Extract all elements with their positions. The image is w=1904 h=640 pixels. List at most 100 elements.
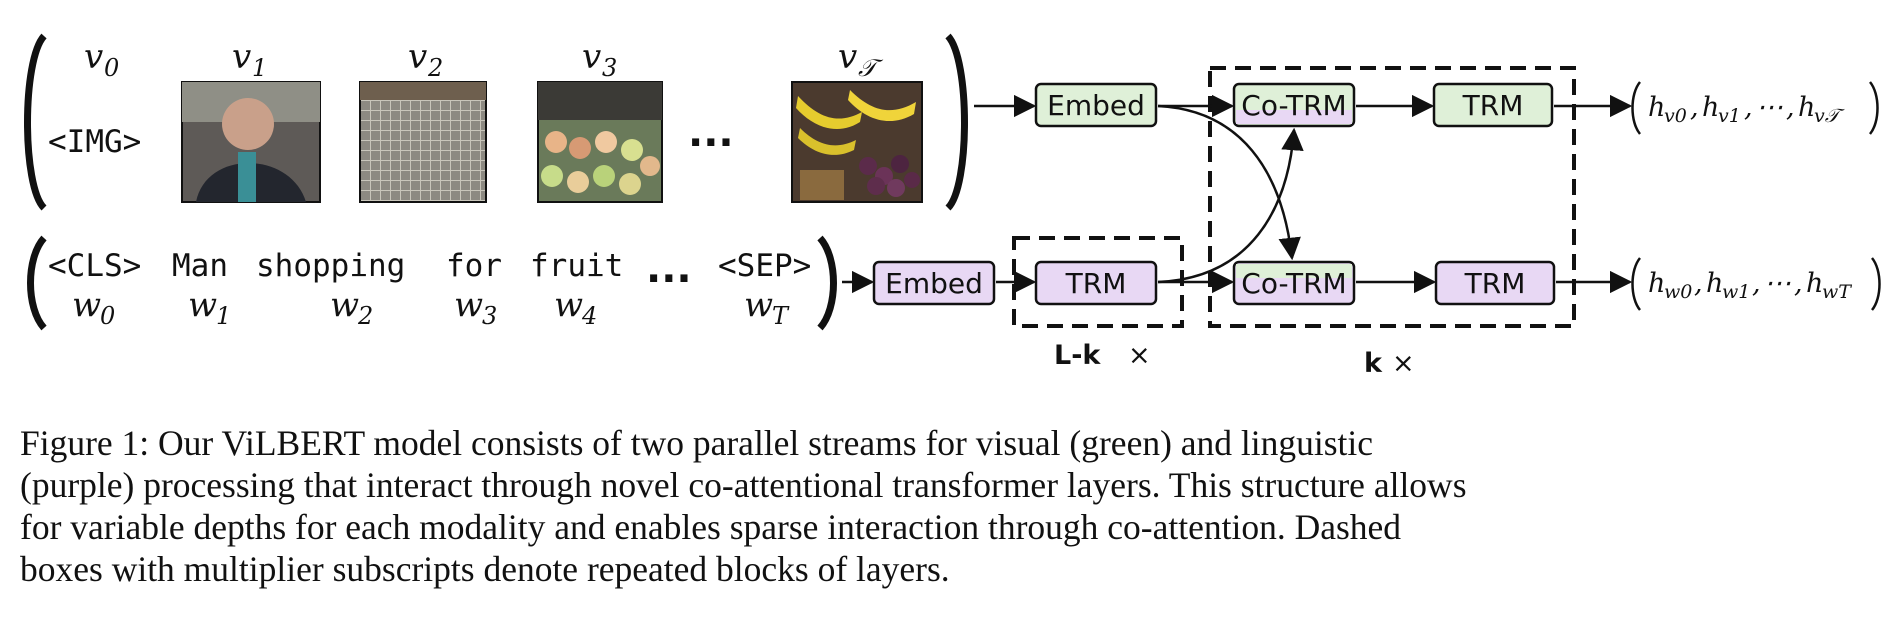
visual-output-tuple: h v0 , h v1 , ⋯ , h v𝒯 xyxy=(1631,81,1879,135)
svg-text:3: 3 xyxy=(482,302,497,330)
caption-line: boxes with multiplier subscripts denote … xyxy=(20,549,950,589)
svg-text:h: h xyxy=(1706,268,1723,299)
svg-text:𝒯: 𝒯 xyxy=(858,54,884,82)
embed-text-block: Embed xyxy=(872,260,996,306)
svg-text:,: , xyxy=(1752,268,1761,299)
multiplier-l-minus-k: L-k × xyxy=(1054,340,1151,371)
arrow-cross-text-to-visual xyxy=(1157,127,1304,284)
token-sep: <SEP> xyxy=(718,248,811,284)
cotrm-visual-block: Co-TRM xyxy=(1232,82,1356,128)
svg-text:TRM: TRM xyxy=(1464,267,1526,300)
svg-text:1: 1 xyxy=(216,302,231,330)
text-symbol-wT: w T xyxy=(744,285,790,330)
svg-text:TRM: TRM xyxy=(1065,267,1127,300)
visual-symbol-v3: v 3 xyxy=(582,37,617,82)
svg-text:w: w xyxy=(188,285,217,325)
visual-symbol-v1: v 1 xyxy=(232,37,267,82)
svg-text:w: w xyxy=(72,285,101,325)
visual-symbol-v2: v 2 xyxy=(408,37,443,82)
svg-text:0: 0 xyxy=(104,54,119,82)
svg-text:v0: v0 xyxy=(1664,105,1687,127)
svg-text:TRM: TRM xyxy=(1462,89,1524,122)
caption-line: Figure 1: Our ViLBERT model consists of … xyxy=(20,423,1374,463)
svg-text:,: , xyxy=(1786,92,1795,123)
figure-caption: Figure 1: Our ViLBERT model consists of … xyxy=(20,422,1884,590)
svg-text:L-k: L-k xyxy=(1054,340,1101,371)
svg-text:0: 0 xyxy=(100,302,115,330)
svg-text:⋯: ⋯ xyxy=(1764,268,1791,299)
text-symbol-w2: w 2 xyxy=(330,285,373,330)
svg-text:4: 4 xyxy=(581,302,597,330)
region-image-person xyxy=(181,81,321,203)
repeat-box-k xyxy=(1208,66,1576,328)
svg-text:1: 1 xyxy=(252,54,267,82)
svg-text:w: w xyxy=(744,285,773,325)
trm-text-single-block: TRM xyxy=(1034,260,1158,306)
cotrm-text-block: Co-TRM xyxy=(1232,260,1356,306)
text-symbol-w3: w 3 xyxy=(454,285,497,330)
svg-text:,: , xyxy=(1694,268,1703,299)
text-ellipsis: ··· xyxy=(646,256,692,302)
svg-text:⋯: ⋯ xyxy=(1756,92,1783,123)
svg-text:h: h xyxy=(1648,268,1665,299)
text-symbol-w4: w 4 xyxy=(554,285,597,330)
trm-text-block: TRM xyxy=(1434,260,1556,306)
svg-text:×: × xyxy=(1128,340,1151,371)
visual-symbol-vT: v 𝒯 xyxy=(838,37,884,82)
svg-text:,: , xyxy=(1690,92,1699,123)
token-cls: <CLS> xyxy=(48,248,141,284)
svg-text:Embed: Embed xyxy=(1047,89,1145,122)
caption-line: (purple) processing that interact throug… xyxy=(20,465,1467,505)
svg-text:h: h xyxy=(1806,268,1823,299)
caption-line: for variable depths for each modality an… xyxy=(20,507,1402,547)
svg-text:v: v xyxy=(582,37,601,77)
visual-ellipsis: ··· xyxy=(688,120,734,166)
svg-text:v: v xyxy=(232,37,251,77)
svg-text:Co-TRM: Co-TRM xyxy=(1241,89,1346,122)
visual-symbol-v0: v 0 xyxy=(84,37,119,82)
svg-text:h: h xyxy=(1798,92,1815,123)
multiplier-k: k × xyxy=(1364,348,1415,379)
svg-text:w: w xyxy=(330,285,359,325)
trm-visual-block: TRM xyxy=(1432,82,1554,128)
svg-text:T: T xyxy=(772,302,790,330)
svg-text:wT: wT xyxy=(1822,281,1852,303)
img-token: <IMG> xyxy=(48,124,141,160)
text-symbol-w1: w 1 xyxy=(188,285,231,330)
svg-text:w: w xyxy=(554,285,583,325)
vilbert-architecture-diagram: v 0 v 1 v 2 v 3 v 𝒯 <IMG> xyxy=(24,33,1881,379)
visual-left-bracket xyxy=(24,33,47,211)
svg-text:3: 3 xyxy=(602,54,617,82)
text-left-bracket xyxy=(27,235,47,331)
token-fruit: fruit xyxy=(530,248,623,284)
token-shopping: shopping xyxy=(256,248,405,284)
svg-text:×: × xyxy=(1392,348,1415,379)
arrow-cross-visual-to-text xyxy=(1157,104,1301,261)
text-right-bracket xyxy=(817,235,837,331)
text-output-tuple: h w0 , h w1 , ⋯ , h wT xyxy=(1631,257,1881,311)
svg-text:2: 2 xyxy=(427,54,443,82)
svg-text:Embed: Embed xyxy=(885,267,983,300)
svg-text:w0: w0 xyxy=(1664,281,1692,303)
svg-text:h: h xyxy=(1702,92,1719,123)
svg-text:v: v xyxy=(408,37,427,77)
svg-text:,: , xyxy=(1794,268,1803,299)
svg-text:v𝒯: v𝒯 xyxy=(1814,105,1845,127)
svg-text:v1: v1 xyxy=(1718,105,1741,127)
svg-text:v: v xyxy=(838,37,857,77)
token-for: for xyxy=(446,248,502,284)
svg-text:k: k xyxy=(1364,348,1383,379)
svg-text:h: h xyxy=(1648,92,1665,123)
embed-visual-block: Embed xyxy=(1034,82,1158,128)
text-symbol-w0: w 0 xyxy=(72,285,115,330)
region-image-peaches xyxy=(537,81,663,203)
visual-right-bracket xyxy=(945,33,968,211)
token-man: Man xyxy=(172,248,228,284)
svg-text:2: 2 xyxy=(357,302,373,330)
svg-text:Co-TRM: Co-TRM xyxy=(1241,267,1346,300)
region-image-bananas xyxy=(791,81,923,203)
svg-text:w1: w1 xyxy=(1722,281,1750,303)
region-image-basket xyxy=(359,81,487,203)
svg-text:v: v xyxy=(84,37,103,77)
svg-text:,: , xyxy=(1744,92,1753,123)
